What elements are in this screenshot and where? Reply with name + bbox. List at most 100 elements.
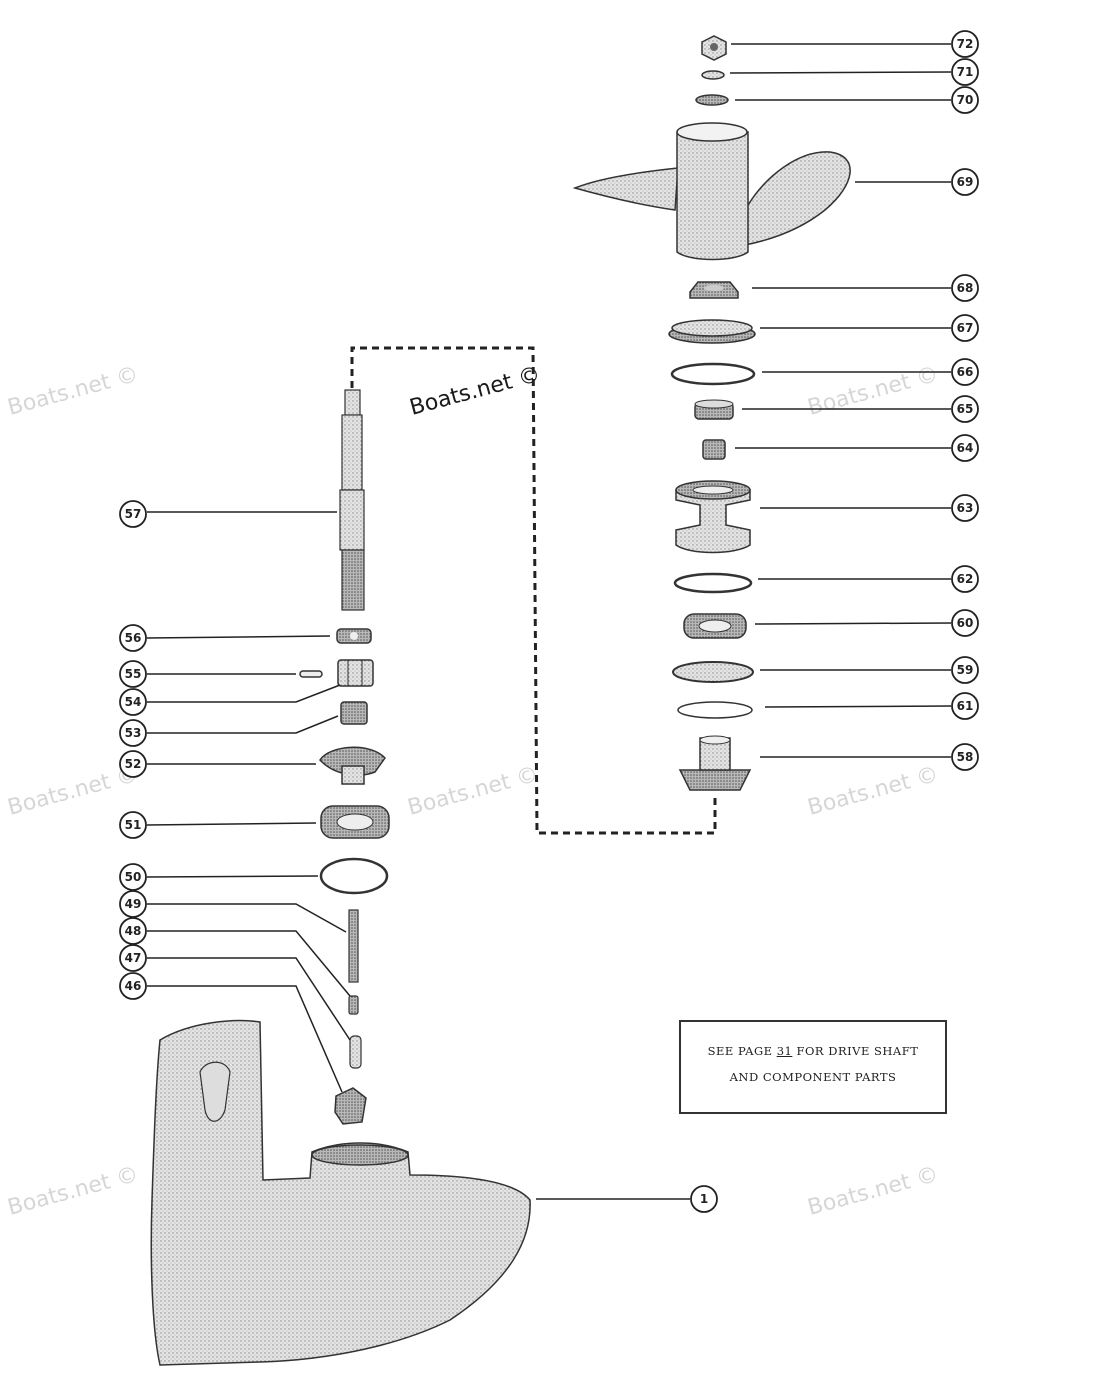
callout-66: 66 xyxy=(951,358,979,386)
part-68-spacer xyxy=(689,281,739,299)
svg-text:Boats.net ©: Boats.net © xyxy=(805,362,941,421)
part-60-ball-bearing xyxy=(683,613,747,639)
callout-number: 72 xyxy=(957,37,974,51)
callout-number: 67 xyxy=(957,321,974,335)
callout-48: 48 xyxy=(119,917,147,945)
callout-circle xyxy=(119,624,147,652)
callout-number: 48 xyxy=(125,924,142,938)
svg-text:Boats.net ©: Boats.net © xyxy=(5,762,141,821)
part-1-gear-housing xyxy=(150,1019,531,1366)
leader-line-49 xyxy=(147,903,347,933)
callout-58: 58 xyxy=(951,743,979,771)
leader-line-54 xyxy=(147,684,341,703)
callout-number: 56 xyxy=(125,631,142,645)
callout-72: 72 xyxy=(951,30,979,58)
note-suffix: FOR DRIVE SHAFT xyxy=(792,1044,919,1058)
callout-number: 49 xyxy=(125,897,142,911)
svg-text:Boats.net ©: Boats.net © xyxy=(805,1162,941,1221)
callout-circle xyxy=(119,944,147,972)
part-61-shim xyxy=(677,701,753,719)
callout-circle xyxy=(119,890,147,918)
leader-line-53 xyxy=(147,715,339,734)
note-prefix: SEE PAGE xyxy=(707,1044,777,1058)
part-56-thrust-hub xyxy=(336,628,372,644)
callout-number: 54 xyxy=(125,695,142,709)
callout-number: 66 xyxy=(957,365,974,379)
callout-number: 47 xyxy=(125,951,142,965)
part-69-propeller xyxy=(572,122,851,261)
callout-71: 71 xyxy=(951,58,979,86)
callout-circle xyxy=(951,168,979,196)
callout-circle xyxy=(119,750,147,778)
callout-number: 68 xyxy=(957,281,974,295)
svg-text:Boats.net ©: Boats.net © xyxy=(407,362,543,421)
svg-text:Boats.net ©: Boats.net © xyxy=(5,362,141,421)
callout-circle xyxy=(951,609,979,637)
note-line-1: SEE PAGE 31 FOR DRIVE SHAFT xyxy=(681,1044,945,1058)
callout-64: 64 xyxy=(951,434,979,462)
callout-60: 60 xyxy=(951,609,979,637)
callout-68: 68 xyxy=(951,274,979,302)
callout-circle xyxy=(951,494,979,522)
callout-70: 70 xyxy=(951,86,979,114)
callout-circle xyxy=(119,688,147,716)
callout-67: 67 xyxy=(951,314,979,342)
leader-line-50 xyxy=(146,875,319,878)
part-63-bearing-carrier xyxy=(675,480,751,554)
callout-number: 59 xyxy=(957,663,974,677)
callout-54: 54 xyxy=(119,688,147,716)
part-54-clutch xyxy=(337,659,374,687)
leader-line-48 xyxy=(147,930,351,997)
callout-56: 56 xyxy=(119,624,147,652)
callout-circle xyxy=(951,434,979,462)
part-65-bearing xyxy=(694,399,734,420)
svg-text:Boats.net ©: Boats.net © xyxy=(5,1162,141,1221)
part-46-shift-cam xyxy=(334,1087,367,1125)
callout-circle xyxy=(119,972,147,1000)
callout-55: 55 xyxy=(119,660,147,688)
leader-line-47 xyxy=(147,957,351,1041)
callout-circle xyxy=(951,58,979,86)
callout-47: 47 xyxy=(119,944,147,972)
callout-circle xyxy=(951,274,979,302)
callout-circle xyxy=(951,358,979,386)
callout-leaders xyxy=(146,43,952,1200)
callout-circle xyxy=(690,1185,718,1213)
part-72-nut xyxy=(701,35,727,61)
callout-number: 51 xyxy=(125,818,142,832)
part-64-needle-bearing xyxy=(702,439,726,460)
leader-line-51 xyxy=(146,822,317,826)
leader-line-46 xyxy=(147,985,343,1093)
callout-circle xyxy=(951,30,979,58)
callout-number: 60 xyxy=(957,616,974,630)
part-52-gear xyxy=(319,746,386,785)
callout-number: 52 xyxy=(125,757,142,771)
callout-circle xyxy=(951,395,979,423)
leader-line-56 xyxy=(146,635,331,639)
callout-number: 62 xyxy=(957,572,974,586)
callout-number: 1 xyxy=(700,1192,708,1206)
callout-circle xyxy=(951,86,979,114)
part-59-thrust-washer xyxy=(672,661,754,683)
callout-circle xyxy=(119,719,147,747)
callout-46: 46 xyxy=(119,972,147,1000)
callout-65: 65 xyxy=(951,395,979,423)
part-62-o-ring xyxy=(673,572,753,594)
part-67-retainer xyxy=(668,319,756,344)
callout-61: 61 xyxy=(951,692,979,720)
callout-69: 69 xyxy=(951,168,979,196)
part-51-ball-bearing xyxy=(320,805,390,839)
callout-51: 51 xyxy=(119,811,147,839)
callout-number: 64 xyxy=(957,441,974,455)
callout-50: 50 xyxy=(119,863,147,891)
callout-number: 50 xyxy=(125,870,142,884)
part-47-cam-follower xyxy=(349,1035,362,1069)
part-55-pin xyxy=(299,670,323,678)
leader-line-60 xyxy=(754,622,952,625)
callout-number: 57 xyxy=(125,507,142,521)
callout-number: 69 xyxy=(957,175,974,189)
callout-number: 70 xyxy=(957,93,974,107)
callout-59: 59 xyxy=(951,656,979,684)
callout-circle xyxy=(119,660,147,688)
part-58-gear xyxy=(678,735,752,791)
